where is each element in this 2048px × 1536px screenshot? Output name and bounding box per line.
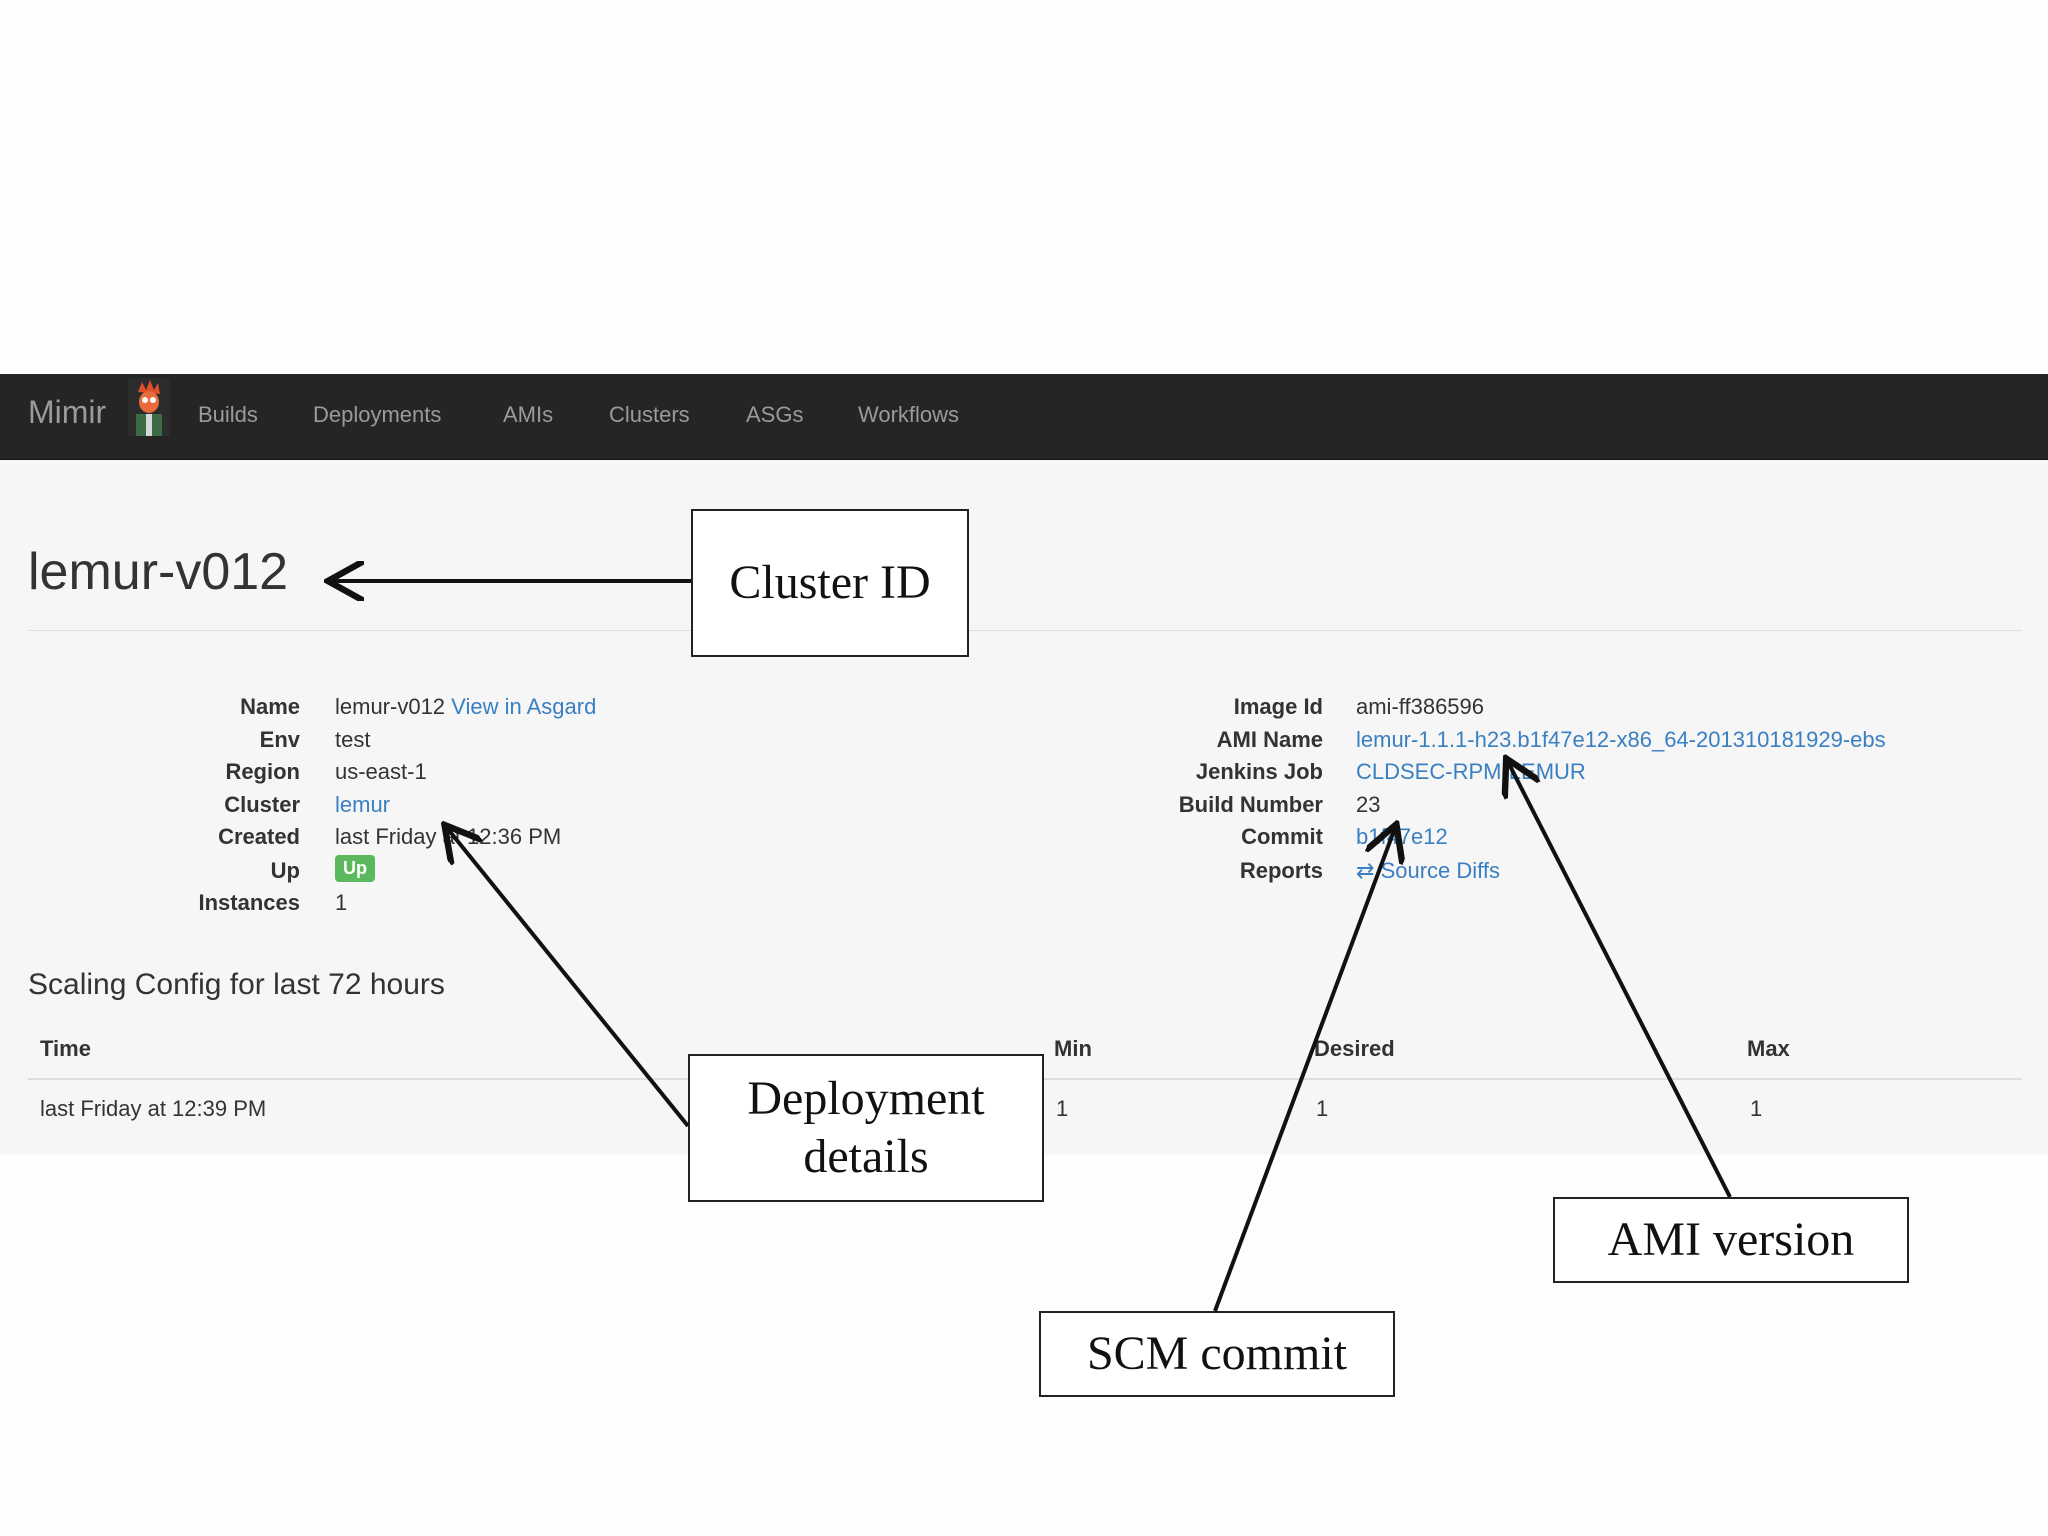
region-value: us-east-1 xyxy=(335,759,427,784)
name-value-row: lemur-v012 View in Asgard xyxy=(335,694,596,720)
title-divider xyxy=(28,630,2022,631)
row-desired: 1 xyxy=(1316,1096,1329,1121)
commit-link[interactable]: b1f47e12 xyxy=(1356,824,1448,849)
up-label: Up xyxy=(270,858,300,883)
region-label: Region xyxy=(225,759,300,784)
view-in-asgard-link[interactable]: View in Asgard xyxy=(451,694,597,719)
build-number-value: 23 xyxy=(1356,792,1381,817)
cluster-link[interactable]: lemur xyxy=(335,792,391,817)
env-value: test xyxy=(335,727,371,752)
col-header-min: Min xyxy=(1054,1036,1092,1061)
instances-label: Instances xyxy=(198,890,301,915)
up-value: Up xyxy=(335,854,375,882)
created-value: last Friday at 12:36 PM xyxy=(335,824,562,849)
commit-label: Commit xyxy=(1241,824,1323,849)
nav-workflows[interactable]: Workflows xyxy=(858,402,960,427)
nav-asgs[interactable]: ASGs xyxy=(746,402,804,427)
status-badge: Up xyxy=(335,855,375,882)
nav-deployments[interactable]: Deployments xyxy=(313,402,442,427)
col-header-desired: Desired xyxy=(1314,1036,1395,1061)
build-number-label: Build Number xyxy=(1178,792,1323,817)
image-id-value: ami-ff386596 xyxy=(1356,694,1485,719)
scaling-section-title: Scaling Config for last 72 hours xyxy=(28,968,445,1001)
name-label: Name xyxy=(240,694,300,719)
row-min: 1 xyxy=(1056,1096,1069,1121)
cluster-label: Cluster xyxy=(224,792,300,817)
nav-builds[interactable]: Builds xyxy=(198,402,258,427)
page-title: lemur-v012 xyxy=(28,543,289,601)
callout-ami-version: AMI version xyxy=(1553,1197,1909,1283)
image-id-label: Image Id xyxy=(1233,694,1323,719)
jenkins-job-label: Jenkins Job xyxy=(1195,759,1323,784)
row-max: 1 xyxy=(1750,1096,1763,1121)
source-diffs-link[interactable]: ⇄ Source Diffs xyxy=(1356,858,1500,884)
navbar: Mimir Builds Deployments AMIs Clusters A… xyxy=(0,374,2048,460)
ami-name-label: AMI Name xyxy=(1216,727,1323,752)
compare-arrows-icon: ⇄ xyxy=(1356,858,1375,883)
brand-name[interactable]: Mimir xyxy=(28,394,107,430)
jenkins-job-link[interactable]: CLDSEC-RPM-LEMUR xyxy=(1356,759,1586,784)
name-value: lemur-v012 xyxy=(335,694,446,719)
col-header-max: Max xyxy=(1747,1036,1790,1061)
callout-scm-commit: SCM commit xyxy=(1039,1311,1395,1397)
row-time: last Friday at 12:39 PM xyxy=(40,1096,267,1121)
reports-label: Reports xyxy=(1239,858,1323,883)
instances-value: 1 xyxy=(335,890,348,915)
created-label: Created xyxy=(218,824,300,849)
callout-deployment-details: Deployment details xyxy=(688,1054,1044,1202)
source-diffs-label: Source Diffs xyxy=(1380,858,1500,883)
col-header-time: Time xyxy=(40,1036,91,1061)
env-label: Env xyxy=(259,727,300,752)
application-screen: Mimir Builds Deployments AMIs Clusters A… xyxy=(0,374,2048,1154)
callout-cluster-id: Cluster ID xyxy=(691,509,969,657)
mascot-logo xyxy=(128,378,170,436)
ami-name-link[interactable]: lemur-1.1.1-h23.b1f47e12-x86_64-20131018… xyxy=(1356,727,1886,752)
nav-clusters[interactable]: Clusters xyxy=(609,402,690,427)
nav-amis[interactable]: AMIs xyxy=(503,402,554,427)
